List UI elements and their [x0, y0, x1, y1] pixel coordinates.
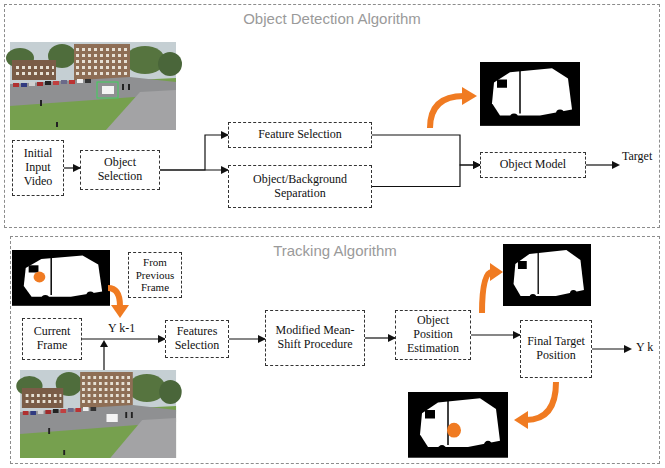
process-box: From Previous Frame	[128, 252, 182, 298]
flow-arrow	[372, 135, 480, 165]
box-label: Object Model	[500, 158, 566, 172]
panel-title: Tracking Algorithm	[11, 242, 659, 259]
process-box: Object Model	[480, 152, 586, 178]
box-label: Feature Selection	[258, 128, 342, 142]
panel-title: Object Detection Algorithm	[5, 10, 659, 27]
illustration-part	[12, 250, 110, 306]
algorithm-panel: Object Detection AlgorithmInitial Input …	[4, 4, 660, 228]
illustration-part	[624, 345, 632, 353]
mask-image	[503, 244, 591, 306]
illustration-part	[462, 87, 477, 105]
illustration-part	[16, 370, 181, 458]
algorithm-panel: Tracking AlgorithmFrom Previous FrameCur…	[10, 236, 660, 464]
process-box: Object Selection	[80, 150, 160, 190]
process-box: Features Selection	[165, 320, 229, 358]
input-arrow	[100, 340, 108, 370]
photo	[16, 370, 181, 458]
illustration-part	[100, 340, 108, 347]
box-label: Current Frame	[26, 325, 78, 353]
orange-arrow	[430, 87, 477, 128]
output-arrow	[592, 345, 632, 353]
mask-image	[480, 62, 580, 126]
illustration-part	[34, 272, 46, 283]
process-box: Object/Background Separation	[228, 165, 372, 208]
illustration-part	[612, 161, 620, 169]
flow-arrow	[372, 165, 480, 187]
box-label: Object Selection	[84, 156, 156, 184]
flow-arrow	[471, 334, 520, 335]
process-box: Final Target Position	[520, 320, 592, 378]
illustration-part	[430, 96, 464, 128]
illustration-part	[480, 62, 580, 126]
orange-arrow	[514, 382, 556, 429]
process-box: Feature Selection	[228, 122, 372, 148]
orange-arrow	[108, 288, 129, 318]
illustration-part	[490, 263, 503, 281]
output-label: Target	[622, 150, 652, 164]
flow-arrow	[82, 338, 165, 339]
illustration-part	[592, 348, 626, 349]
box-label: Object/Background Separation	[232, 173, 368, 201]
illustration-part	[103, 346, 104, 370]
illustration-part	[586, 164, 614, 165]
flow-arrow	[160, 135, 228, 170]
illustration-part	[514, 411, 528, 429]
box-label: Features Selection	[169, 325, 225, 353]
mask-image	[408, 392, 508, 458]
output-label: Y k	[636, 341, 653, 355]
process-box: Initial Input Video	[12, 140, 64, 196]
box-label: Modified Mean-Shift Procedure	[269, 324, 361, 352]
illustration-part	[97, 82, 118, 98]
orange-arrow	[482, 263, 503, 313]
process-box: Modified Mean-Shift Procedure	[265, 310, 365, 366]
output-arrow	[586, 161, 620, 169]
illustration-part	[447, 423, 461, 438]
process-box: Object Position Estimation	[395, 310, 471, 360]
illustration-part	[526, 382, 556, 420]
process-box: Current Frame	[22, 318, 82, 360]
box-label: Final Target Position	[524, 335, 588, 363]
flow-arrow	[160, 169, 228, 170]
box-label: Initial Input Video	[16, 147, 60, 188]
flow-arrow	[64, 167, 80, 168]
flow-arrow	[365, 337, 395, 338]
flow-arrow	[229, 338, 265, 339]
box-label: From Previous Frame	[132, 256, 178, 294]
illustration-part	[111, 305, 129, 318]
mask-image	[12, 250, 110, 306]
illustration-part	[408, 392, 508, 458]
illustration-part	[6, 42, 182, 130]
box-label: Object Position Estimation	[399, 314, 467, 355]
illustration-part	[503, 244, 591, 306]
photo	[6, 42, 182, 130]
signal-label: Y k-1	[108, 322, 135, 336]
illustration-part	[108, 288, 120, 306]
